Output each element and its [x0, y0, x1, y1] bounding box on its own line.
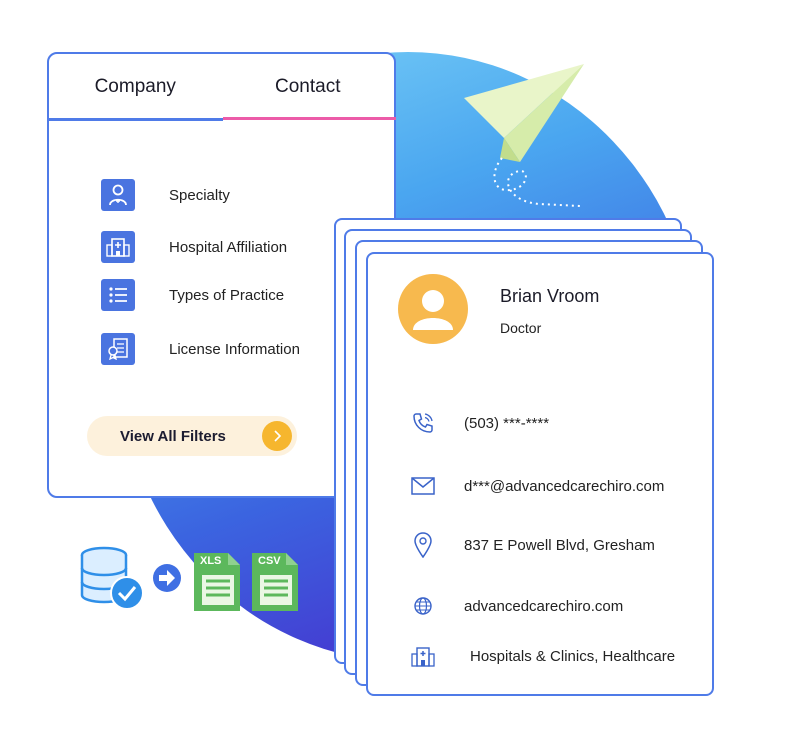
chevron-right-icon — [262, 421, 292, 451]
mail-icon — [410, 473, 436, 499]
contact-name: Brian Vroom — [500, 286, 600, 306]
export-section: XLS CSV — [78, 545, 308, 615]
filter-item-license-information[interactable]: License Information — [101, 333, 300, 365]
xls-label: XLS — [200, 555, 222, 567]
view-all-filters-button[interactable]: View All Filters — [87, 416, 297, 456]
contact-email[interactable]: d***@advancedcarechiro.com — [464, 477, 665, 495]
email-row: d***@advancedcarechiro.com — [410, 473, 664, 499]
tab-underline — [49, 118, 223, 121]
hospital-icon — [101, 231, 135, 263]
contact-address: 837 E Powell Blvd, Gresham — [464, 536, 655, 554]
filter-item-types-of-practice[interactable]: Types of Practice — [101, 279, 284, 311]
contact-industry: Hospitals & Clinics, Healthcare — [470, 647, 676, 665]
contact-website[interactable]: advancedcarechiro.com — [464, 597, 624, 615]
list-icon — [101, 279, 135, 311]
phone-icon — [410, 410, 436, 436]
filter-label: Specialty — [169, 186, 230, 204]
tab-bar: Company Contact — [49, 54, 396, 121]
filter-label: Hospital Affiliation — [169, 238, 288, 256]
globe-icon — [410, 593, 436, 619]
industry-row: Hospitals & Clinics, Healthcare — [410, 643, 675, 669]
filter-label: Types of Practice — [169, 286, 285, 304]
view-all-filters-label: View All Filters — [120, 427, 226, 445]
filter-label: License Information — [169, 340, 300, 358]
paper-plane-icon — [464, 64, 584, 207]
csv-file-icon: CSV — [248, 551, 300, 613]
tab-company[interactable]: Company — [94, 76, 176, 97]
contact-title: Doctor — [500, 320, 542, 336]
hospital-building-icon — [410, 643, 436, 669]
arrow-right-icon — [153, 564, 181, 592]
csv-label: CSV — [258, 555, 281, 567]
location-pin-icon — [410, 532, 436, 558]
database-check-icon — [80, 546, 144, 610]
filter-item-hospital-affiliation[interactable]: Hospital Affiliation — [101, 231, 287, 263]
contact-card[interactable]: Brian Vroom Doctor (503) ***-**** d***@a… — [366, 252, 714, 696]
filter-item-specialty[interactable]: Specialty — [101, 179, 230, 211]
tab-contact[interactable]: Contact — [275, 76, 341, 97]
xls-file-icon: XLS — [190, 551, 242, 613]
avatar — [398, 274, 468, 344]
address-row: 837 E Powell Blvd, Gresham — [410, 532, 655, 558]
tab-active-indicator — [223, 117, 396, 120]
website-row: advancedcarechiro.com — [410, 593, 623, 619]
phone-row: (503) ***-**** — [410, 410, 549, 436]
doctor-icon — [101, 179, 135, 211]
license-certificate-icon — [101, 333, 135, 365]
contact-phone[interactable]: (503) ***-**** — [464, 414, 550, 432]
